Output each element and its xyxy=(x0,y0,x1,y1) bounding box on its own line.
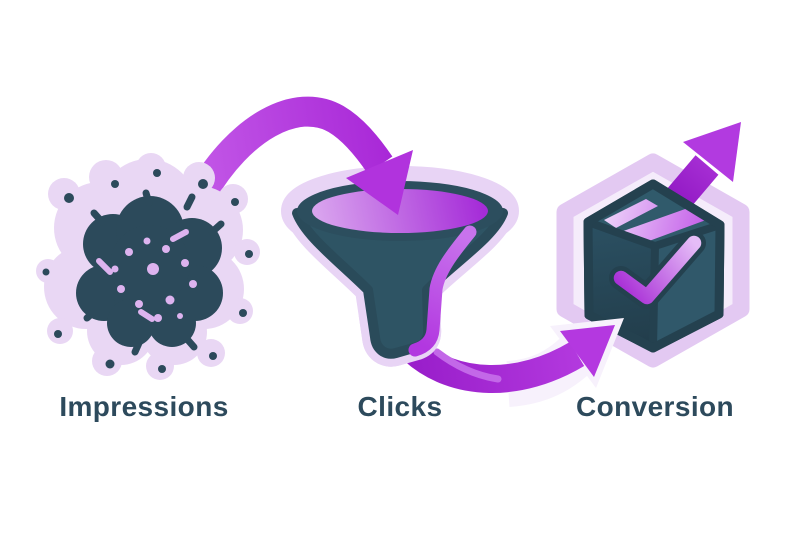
stage-label-clicks: Clicks xyxy=(357,391,443,422)
arrow-highlight xyxy=(433,348,502,383)
cloud-outer-dashes xyxy=(83,189,225,356)
arrowhead-icon xyxy=(346,150,413,215)
cloud-inner-dashes xyxy=(96,229,189,322)
arrow-clicks-to-conversion xyxy=(403,318,624,407)
cloud-outer-dots xyxy=(42,169,253,373)
burst-cloud-icon xyxy=(36,153,260,380)
stage-label-conversion: Conversion xyxy=(575,391,735,422)
package-checkmark-icon xyxy=(556,122,750,368)
arrow-shaft xyxy=(189,96,393,201)
cloud-inner-dots xyxy=(111,237,197,322)
checkmark-icon xyxy=(613,235,702,305)
arrowhead-icon xyxy=(560,325,615,377)
arrowhead-icon xyxy=(683,122,741,182)
box-outline xyxy=(583,179,725,353)
stage-label-impressions: Impressions xyxy=(59,391,229,422)
arrow-impressions-to-clicks xyxy=(189,96,413,215)
